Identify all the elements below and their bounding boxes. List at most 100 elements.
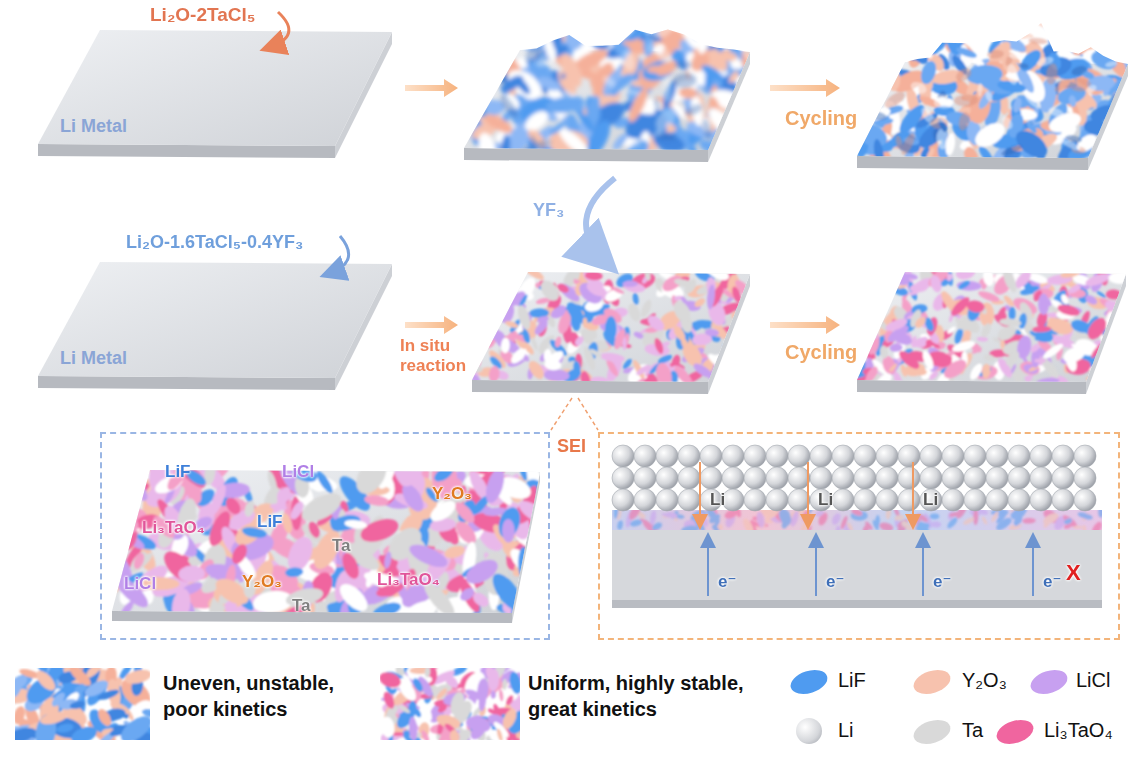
phase-blob [653,337,665,355]
phase-blob [105,508,125,535]
phase-blob [1003,349,1021,368]
texture-blobs [846,259,1135,394]
phase-blob [1109,349,1130,373]
surface-texture [449,12,760,167]
phase-blob [993,26,1012,42]
phase-blob [1047,106,1065,120]
phase-blob [670,298,694,325]
phase-blob [865,299,882,326]
phase-blob [484,34,499,61]
phase-blob [519,464,529,481]
phase-blob [906,21,921,50]
phase-blob [1032,326,1051,333]
phase-blob [491,286,502,302]
phase-blob [864,273,887,302]
phase-blob [169,587,193,623]
phase-blob [1061,344,1087,365]
phase-blob [724,28,739,35]
phase-blob [626,302,643,323]
phase-blob [733,307,752,323]
phase-blob [923,15,938,38]
phase-blob [737,342,748,353]
phase-blob [954,66,974,84]
phase-blob [358,515,402,546]
phase-blob [906,45,926,70]
phase-blob [1053,77,1072,94]
phase-blob [928,31,951,55]
phase-blob [716,36,742,48]
phase-blob [871,280,890,306]
phase-blob [270,503,288,511]
slab-front [857,380,1086,394]
li-atom [722,467,744,489]
li-atom [898,489,920,511]
reagent-arrow [328,236,349,274]
phase-blob [1102,79,1113,97]
phase-blob [477,307,500,334]
phase-blob [1082,525,1086,534]
phase-blob [691,361,714,380]
slab-top [857,62,1128,158]
phase-blob [909,24,925,45]
li-atom [942,467,964,489]
phase-blob [1096,126,1124,155]
phase-blob [987,49,1004,59]
li-atom [1030,489,1052,511]
phase-blob [1114,116,1133,141]
phase-blob [869,60,897,79]
li-atom [634,445,656,467]
phase-blob [924,21,947,41]
phase-blob [497,93,520,120]
phase-blob [899,24,922,51]
phase-blob [918,59,939,86]
phase-blob [473,58,492,74]
phase-blob [1103,298,1122,314]
li-atom [898,445,920,467]
phase-blob [656,133,676,140]
li-atom [1030,467,1052,489]
phase-blob [1000,143,1023,158]
phase-blob [895,47,903,63]
phase-blob [913,315,928,330]
phase-blob [690,24,708,35]
phase-blob [916,20,945,57]
phase-blob [728,363,738,375]
phase-blob [635,363,652,377]
phase-blob [705,35,729,53]
phase-blob [455,108,481,135]
phase-blob [544,369,570,383]
phase-blob [984,90,994,103]
phase-blob [644,269,652,281]
phase-blob [113,474,134,496]
phase-blob [132,551,146,570]
texture-blobs [466,259,760,393]
phase-blob [465,54,499,72]
phase-blob [491,287,499,299]
li-atom [986,467,1008,489]
electron-arrow [922,536,924,596]
phase-blob [632,292,640,305]
phase-blob [1005,63,1019,86]
li-atom [810,467,832,489]
li-atom [722,445,744,467]
phase-blob [990,510,1000,523]
phase-blob [102,514,139,536]
phase-blob [1020,15,1040,31]
phase-blob [875,283,889,302]
surface-texture [846,259,1135,394]
phase-blob [857,18,881,52]
phase-blob [476,315,492,334]
phase-blob [864,291,880,311]
phase-blob [469,287,479,298]
phase-blob [672,72,697,89]
phase-blob [739,85,757,104]
phase-blob [1089,342,1105,360]
slab-front [38,376,335,390]
phase-blob [537,277,563,304]
phase-blob [121,466,145,507]
phase-blob [1000,267,1019,294]
phase-blob [708,512,722,525]
phase-blob [474,270,485,278]
phase-blob [395,452,429,491]
